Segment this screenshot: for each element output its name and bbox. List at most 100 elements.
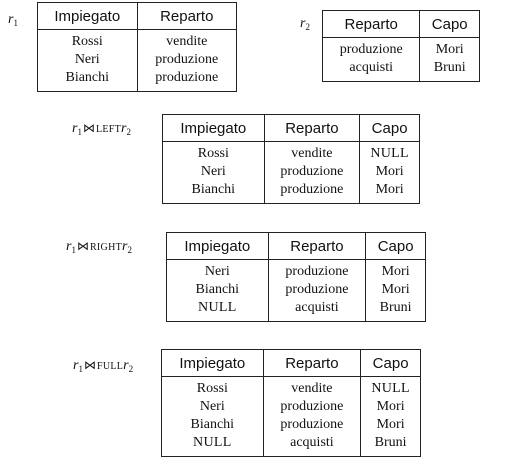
column-header: Impiegato bbox=[162, 114, 265, 142]
join-operator: ⋈ bbox=[82, 121, 95, 135]
column-header: Reparto bbox=[268, 232, 367, 260]
table-row: produzione Mori bbox=[322, 37, 480, 59]
table-cell: Neri bbox=[161, 398, 264, 416]
table-cell: Rossi bbox=[37, 29, 138, 51]
column-header: Reparto bbox=[137, 2, 237, 30]
table-cell: NULL bbox=[161, 434, 264, 457]
table-cell: Mori bbox=[435, 42, 464, 57]
join-kind: LEFT bbox=[95, 124, 122, 135]
join-right-index: 2 bbox=[127, 245, 132, 255]
relation-label-r1: r1 bbox=[8, 12, 18, 31]
table-cell: produzione bbox=[155, 52, 219, 67]
table-cell: Bianchi bbox=[161, 416, 264, 434]
table-cell: NULL bbox=[370, 146, 409, 161]
table-row: Rossi vendite bbox=[37, 29, 237, 51]
table-cell: Mori bbox=[381, 264, 410, 279]
relation-index: 2 bbox=[305, 22, 310, 32]
table-row: acquisti Bruni bbox=[322, 59, 480, 82]
join-left-index: 1 bbox=[78, 364, 83, 374]
table-cell: produzione bbox=[268, 281, 367, 299]
join-right-operand: r bbox=[121, 121, 127, 136]
table-cell: produzione bbox=[263, 398, 362, 416]
join-kind: FULL bbox=[96, 361, 124, 372]
table-row: Bianchi produzione bbox=[37, 69, 237, 92]
table-cell: Bruni bbox=[379, 300, 412, 315]
table-cell: produzione bbox=[155, 70, 219, 85]
table-cell: acquisti bbox=[263, 434, 362, 457]
table-cell: vendite bbox=[263, 376, 362, 398]
join-kind: RIGHT bbox=[89, 242, 123, 253]
join-left-index: 1 bbox=[77, 127, 82, 137]
join-operator: ⋈ bbox=[83, 358, 96, 372]
join-right-index: 2 bbox=[126, 127, 132, 137]
column-header: Capo bbox=[359, 114, 420, 142]
column-header: Capo bbox=[360, 349, 421, 377]
table-cell: Bianchi bbox=[162, 181, 265, 204]
table-cell: Mori bbox=[376, 399, 405, 414]
column-header: Reparto bbox=[263, 349, 362, 377]
table-cell: Bruni bbox=[433, 60, 466, 75]
table-cell: produzione bbox=[264, 181, 361, 204]
join-label-right: r1⋈RIGHTr2 bbox=[66, 238, 132, 258]
join-right-operand: r bbox=[122, 239, 128, 254]
column-header: Impiegato bbox=[37, 2, 138, 30]
table-cell: NULL bbox=[166, 299, 269, 322]
table-cell: Bianchi bbox=[37, 69, 138, 92]
table-cell: Rossi bbox=[161, 376, 264, 398]
relation-name: r bbox=[300, 16, 306, 31]
relation-index: 1 bbox=[13, 18, 18, 28]
column-header: Impiegato bbox=[161, 349, 264, 377]
table-cell: Mori bbox=[375, 182, 404, 197]
join-right-index: 2 bbox=[128, 364, 134, 374]
table-cell: Bruni bbox=[374, 435, 407, 450]
table-cell: Neri bbox=[166, 259, 269, 281]
table-cell: Mori bbox=[376, 417, 405, 432]
relation-label-r2: r2 bbox=[300, 16, 310, 35]
table-cell: acquisti bbox=[268, 299, 367, 322]
table-cell: Mori bbox=[375, 164, 404, 179]
table-cell: produzione bbox=[322, 37, 421, 59]
column-header: Capo bbox=[365, 232, 426, 260]
table-cell: Neri bbox=[37, 51, 138, 69]
join-left-operand: r bbox=[73, 358, 79, 373]
table-cell: Bianchi bbox=[166, 281, 269, 299]
table-cell: produzione bbox=[263, 416, 362, 434]
table-cell: produzione bbox=[264, 163, 361, 181]
column-header: Impiegato bbox=[166, 232, 269, 260]
table-cell: Rossi bbox=[162, 141, 265, 163]
join-left-index: 1 bbox=[71, 245, 76, 255]
join-left-operand: r bbox=[72, 121, 78, 136]
column-header: Capo bbox=[419, 10, 480, 38]
column-header: Reparto bbox=[264, 114, 361, 142]
table-cell: Mori bbox=[381, 282, 410, 297]
table-cell: NULL bbox=[371, 381, 410, 396]
table-cell: vendite bbox=[166, 34, 208, 49]
table-cell: produzione bbox=[268, 259, 367, 281]
column-header: Reparto bbox=[322, 10, 421, 38]
relation-name: r bbox=[8, 12, 14, 27]
table-cell: vendite bbox=[264, 141, 361, 163]
join-label-full: r1⋈FULLr2 bbox=[73, 357, 133, 377]
table-cell: acquisti bbox=[322, 59, 421, 82]
join-right-operand: r bbox=[123, 358, 129, 373]
table-row: Neri produzione bbox=[37, 51, 237, 69]
join-label-left: r1⋈LEFTr2 bbox=[72, 120, 131, 140]
table-cell: Neri bbox=[162, 163, 265, 181]
join-operator: ⋈ bbox=[76, 239, 89, 253]
join-left-operand: r bbox=[66, 239, 72, 254]
